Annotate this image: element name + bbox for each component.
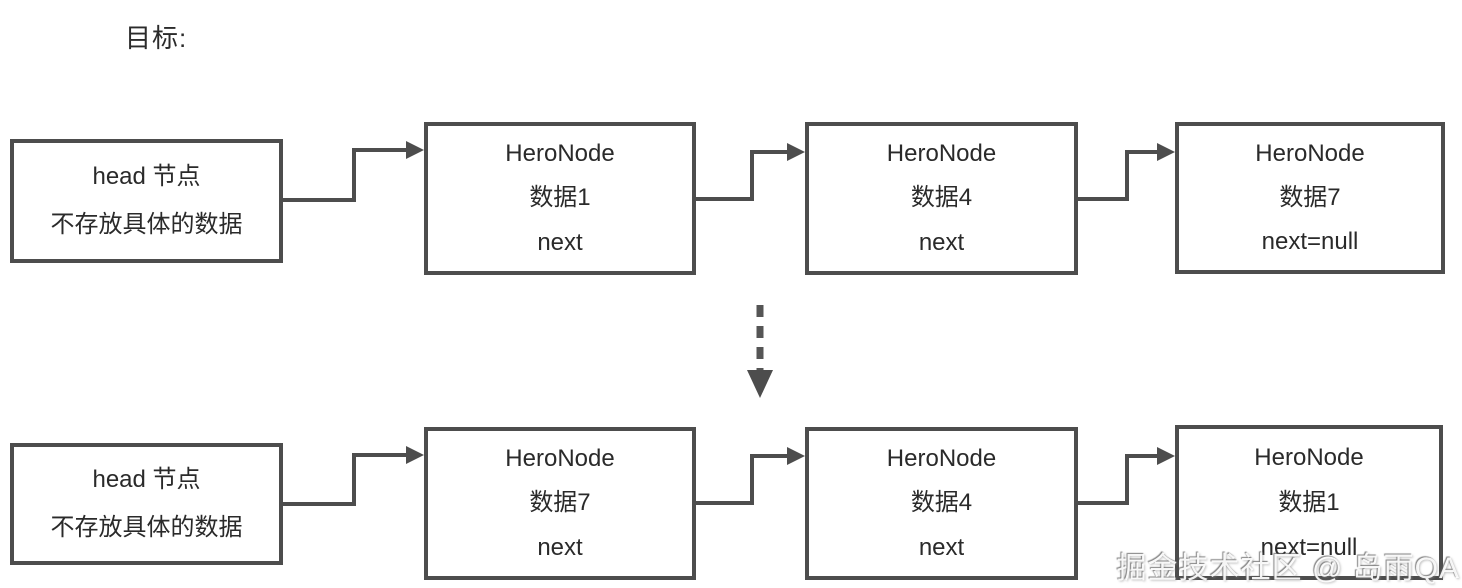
node-data-label: 数据4 xyxy=(910,489,973,517)
node-data-label: 数据1 xyxy=(529,184,591,212)
before-node-1: HeroNode 数据1 next xyxy=(424,122,696,275)
node-next-label: next=null xyxy=(1260,533,1358,561)
node-next-label: next xyxy=(918,228,965,256)
node-data-label: 数据7 xyxy=(529,489,591,517)
arrow-after-node2-to-node3 xyxy=(1078,447,1175,505)
node-class-label: HeroNode xyxy=(886,445,997,473)
after-node-1: HeroNode 数据7 next xyxy=(424,427,696,580)
before-head-node: head 节点 不存放具体的数据 xyxy=(10,139,283,263)
node-next-label: next xyxy=(918,533,965,561)
node-class-label: HeroNode xyxy=(886,140,997,168)
arrow-before-node2-to-node3 xyxy=(1078,143,1175,201)
arrow-before-node1-to-node2 xyxy=(696,143,805,201)
before-node-3: HeroNode 数据7 next=null xyxy=(1175,122,1445,274)
node-class-label: HeroNode xyxy=(505,140,615,168)
page-title: 目标: xyxy=(125,23,188,53)
node-next-label: next xyxy=(537,228,583,256)
node-class-label: HeroNode xyxy=(1254,443,1364,471)
node-data-label: 数据1 xyxy=(1278,488,1340,516)
node-class-label: HeroNode xyxy=(1255,140,1365,167)
node-class-label: HeroNode xyxy=(505,445,615,473)
node-next-label: next xyxy=(537,533,583,561)
watermark: 掘金技术社区 @ 岛雨QA xyxy=(1116,552,1460,585)
head-node-note: 不存放具体的数据 xyxy=(50,514,243,541)
node-data-label: 数据4 xyxy=(910,184,973,212)
head-node-note: 不存放具体的数据 xyxy=(50,211,243,238)
arrow-after-node1-to-node2 xyxy=(696,447,805,505)
arrow-before-head-to-node1 xyxy=(283,141,424,202)
after-node-3: HeroNode 数据1 next=null xyxy=(1175,425,1443,580)
head-node-title: head 节点 xyxy=(92,163,201,190)
arrow-after-head-to-node1 xyxy=(283,446,424,506)
transform-dashed-arrow xyxy=(747,305,773,398)
before-node-2: HeroNode 数据4 next xyxy=(805,122,1078,275)
node-data-label: 数据7 xyxy=(1279,184,1341,211)
head-node-title: head 节点 xyxy=(92,466,201,493)
node-next-label: next=null xyxy=(1261,228,1359,255)
after-head-node: head 节点 不存放具体的数据 xyxy=(10,443,283,565)
after-node-2: HeroNode 数据4 next xyxy=(805,427,1078,580)
